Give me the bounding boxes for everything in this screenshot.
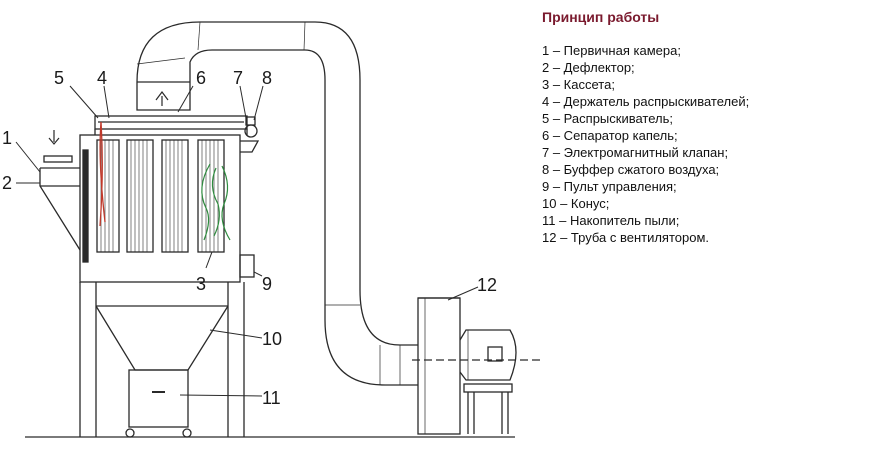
sprayer-jets — [99, 121, 106, 227]
filter-housing — [79, 134, 241, 283]
legend-item: 7 – Электромагнитный клапан; — [542, 145, 729, 160]
control-panel — [239, 254, 255, 278]
solenoid-valve — [245, 116, 256, 126]
outlet-stack — [136, 82, 191, 111]
fan — [412, 297, 540, 435]
top-plate — [94, 115, 248, 130]
callout-10: 10 — [262, 329, 282, 349]
legend-item: 3 – Кассета; — [542, 77, 615, 92]
legend-item: 9 – Пульт управления; — [542, 179, 677, 194]
legend-title: Принцип работы — [542, 9, 660, 25]
legend-item: 12 – Труба с вентилятором. — [542, 230, 710, 245]
primary-chamber — [39, 168, 81, 251]
legend-item: 2 – Дефлектор; — [542, 60, 635, 75]
legend-item: 6 – Сепаратор капель; — [542, 128, 678, 143]
filter-diagram: 1 2 3 4 5 6 7 8 9 10 11 12 — [2, 21, 540, 438]
callout-11: 11 — [262, 388, 281, 408]
dust-bin — [128, 369, 189, 428]
callout-12: 12 — [477, 275, 497, 295]
duct-outer — [136, 21, 361, 290]
valve-bracket — [240, 140, 260, 153]
outlet-arrow-icon — [155, 91, 169, 106]
legend-item: 10 – Конус; — [542, 196, 610, 211]
inlet-flange — [43, 155, 73, 163]
callout-8: 8 — [262, 68, 272, 88]
legend-item: 4 – Держатель распрыскивателей; — [542, 94, 750, 109]
callout-7: 7 — [233, 68, 243, 88]
legend-item: 5 – Распрыскиватель; — [542, 111, 673, 126]
legend-list: 1 – Первичная камера; 2 – Дефлектор; 3 –… — [542, 42, 872, 246]
callout-1: 1 — [2, 128, 12, 148]
callout-labels: 1 2 3 4 5 6 7 8 9 10 11 12 — [2, 68, 497, 408]
callout-5: 5 — [54, 68, 64, 88]
cone — [95, 305, 229, 371]
legend-item: 8 – Буффер сжатого воздуха; — [542, 162, 720, 177]
legend-item: 1 – Первичная камера; — [542, 43, 681, 58]
callout-3: 3 — [196, 274, 206, 294]
inlet-arrow-icon — [48, 130, 60, 145]
callout-6: 6 — [196, 68, 206, 88]
airflow-lines — [201, 163, 231, 241]
legend-panel: Принцип работы 1 – Первичная камера; 2 –… — [542, 9, 872, 246]
legend-item: 11 – Накопитель пыли; — [542, 213, 680, 228]
cassettes — [96, 139, 225, 253]
callout-9: 9 — [262, 274, 272, 294]
callout-2: 2 — [2, 173, 12, 193]
callout-4: 4 — [97, 68, 107, 88]
duct-inner — [189, 49, 418, 386]
deflector — [82, 149, 89, 263]
